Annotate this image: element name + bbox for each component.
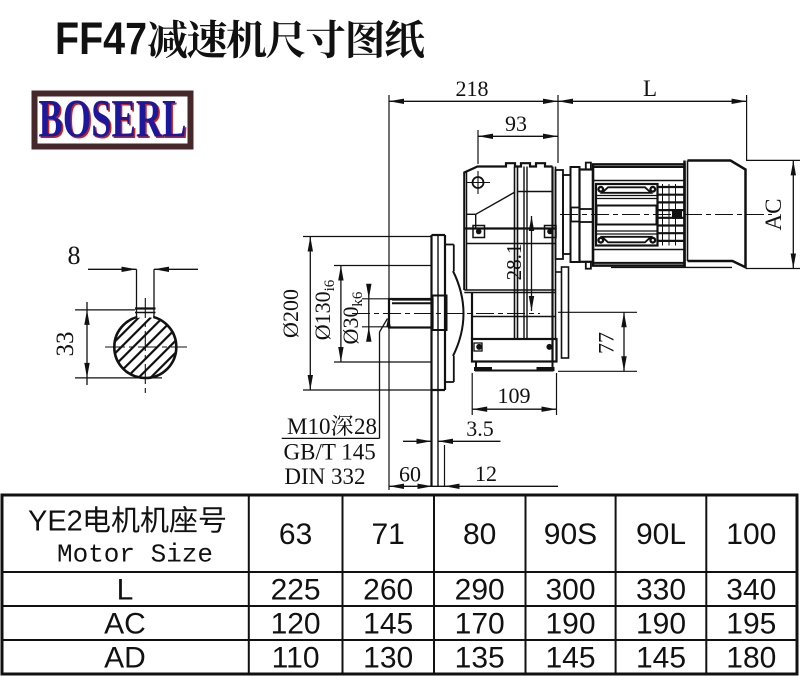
svg-text:225: 225 bbox=[271, 574, 321, 607]
svg-text:90S: 90S bbox=[544, 518, 597, 551]
svg-text:130: 130 bbox=[363, 642, 413, 675]
svg-text:33: 33 bbox=[52, 332, 79, 357]
svg-text:DIN 332: DIN 332 bbox=[284, 464, 365, 489]
svg-text:145: 145 bbox=[636, 642, 686, 675]
svg-text:109: 109 bbox=[498, 383, 531, 408]
svg-text:71: 71 bbox=[372, 518, 405, 551]
svg-text:GB/T 145: GB/T 145 bbox=[284, 440, 376, 465]
svg-text:L: L bbox=[643, 76, 657, 101]
svg-text:300: 300 bbox=[545, 574, 595, 607]
svg-text:260: 260 bbox=[363, 574, 413, 607]
svg-text:L: L bbox=[117, 574, 134, 607]
svg-text:AC: AC bbox=[104, 608, 146, 641]
svg-text:77: 77 bbox=[594, 332, 619, 354]
svg-text:110: 110 bbox=[272, 642, 320, 675]
svg-text:120: 120 bbox=[271, 608, 321, 641]
svg-text:290: 290 bbox=[455, 574, 505, 607]
svg-text:12: 12 bbox=[475, 461, 497, 486]
svg-text:195: 195 bbox=[726, 608, 776, 641]
svg-text:330: 330 bbox=[636, 574, 686, 607]
svg-text:FF47: FF47 bbox=[55, 13, 147, 64]
svg-text:170: 170 bbox=[455, 608, 505, 641]
svg-text:YE2: YE2 bbox=[28, 506, 83, 538]
svg-text:AC: AC bbox=[761, 199, 786, 231]
svg-text:340: 340 bbox=[726, 574, 776, 607]
svg-text:90L: 90L bbox=[636, 518, 686, 551]
svg-text:8: 8 bbox=[68, 241, 81, 270]
svg-text:Ø200: Ø200 bbox=[278, 289, 303, 338]
svg-text:190: 190 bbox=[636, 608, 686, 641]
svg-text:218: 218 bbox=[456, 76, 489, 101]
svg-text:BOSERL: BOSERL bbox=[39, 89, 187, 149]
svg-text:180: 180 bbox=[726, 642, 776, 675]
svg-text:60: 60 bbox=[399, 462, 421, 487]
svg-text:28.1: 28.1 bbox=[502, 244, 526, 281]
svg-text:80: 80 bbox=[463, 518, 496, 551]
svg-text:190: 190 bbox=[545, 608, 595, 641]
svg-text:M10: M10 bbox=[287, 414, 330, 439]
svg-text:28: 28 bbox=[354, 414, 377, 439]
svg-text:145: 145 bbox=[363, 608, 413, 641]
svg-text:93: 93 bbox=[505, 111, 527, 136]
svg-text:145: 145 bbox=[545, 642, 595, 675]
svg-text:3.5: 3.5 bbox=[466, 416, 494, 441]
svg-text:135: 135 bbox=[455, 642, 505, 675]
svg-text:63: 63 bbox=[279, 518, 312, 551]
svg-text:100: 100 bbox=[726, 518, 776, 551]
svg-text:AD: AD bbox=[104, 642, 146, 675]
svg-text:Motor Size: Motor Size bbox=[57, 540, 213, 570]
svg-text:BOSERL: BOSERL bbox=[40, 90, 188, 150]
